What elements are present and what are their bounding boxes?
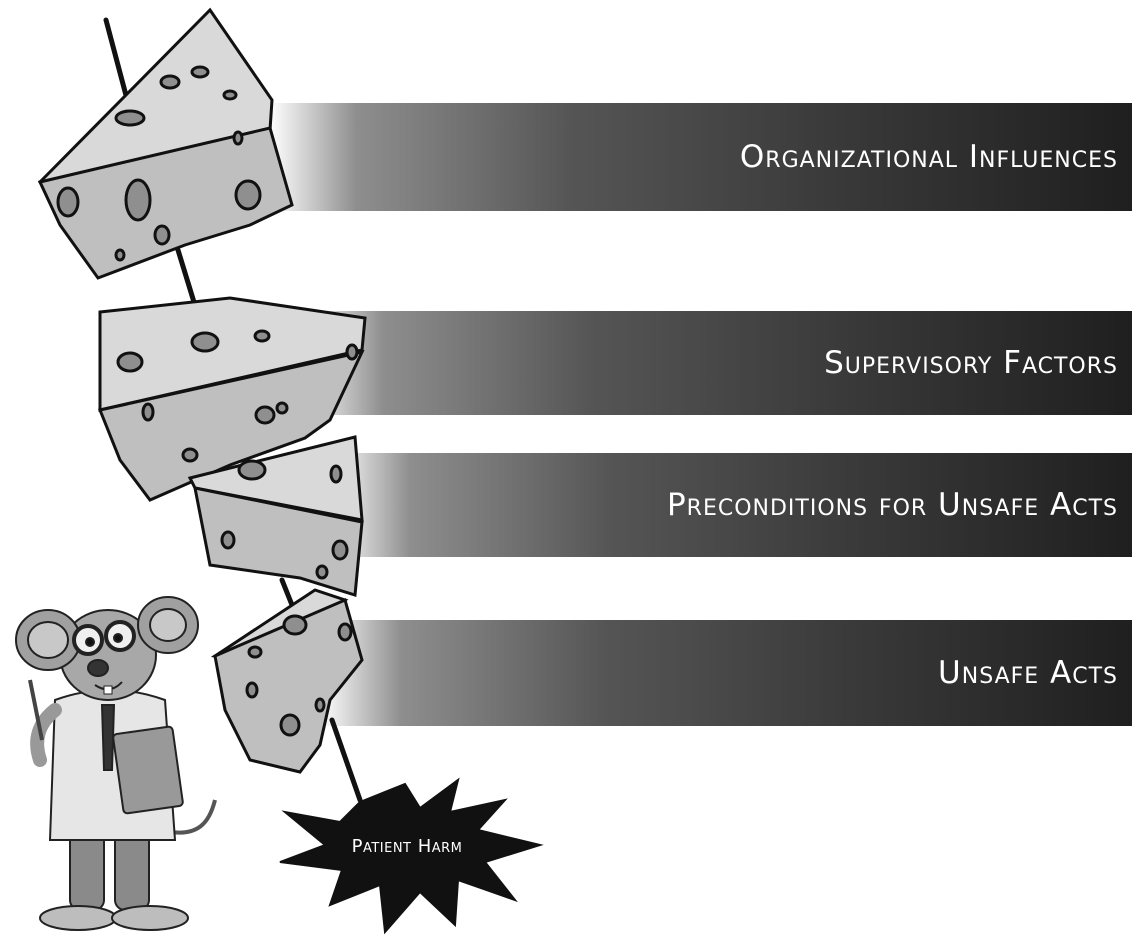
layer-label-preconditions: Preconditions for Unsafe Acts	[666, 487, 1118, 523]
layer-band-preconditions: Preconditions for Unsafe Acts	[330, 453, 1132, 557]
mouse-scientist-icon	[15, 596, 217, 931]
layer-label-supervisory: Supervisory Factors	[824, 345, 1118, 381]
cheese-slice-1	[37, 7, 294, 280]
patient-harm-burst	[279, 777, 544, 935]
layer-band-unsafe-acts: Unsafe Acts	[320, 620, 1132, 726]
cheese-slice-2	[97, 296, 367, 502]
patient-harm-label: Patient Harm	[351, 836, 463, 857]
layer-label-organizational: Organizational Influences	[739, 139, 1118, 175]
layer-band-supervisory: Supervisory Factors	[300, 311, 1132, 415]
cheese-slice-3	[187, 435, 364, 597]
layer-label-unsafe-acts: Unsafe Acts	[938, 655, 1118, 691]
cheese-slice-4	[210, 588, 364, 774]
layer-band-organizational: Organizational Influences	[270, 103, 1132, 211]
